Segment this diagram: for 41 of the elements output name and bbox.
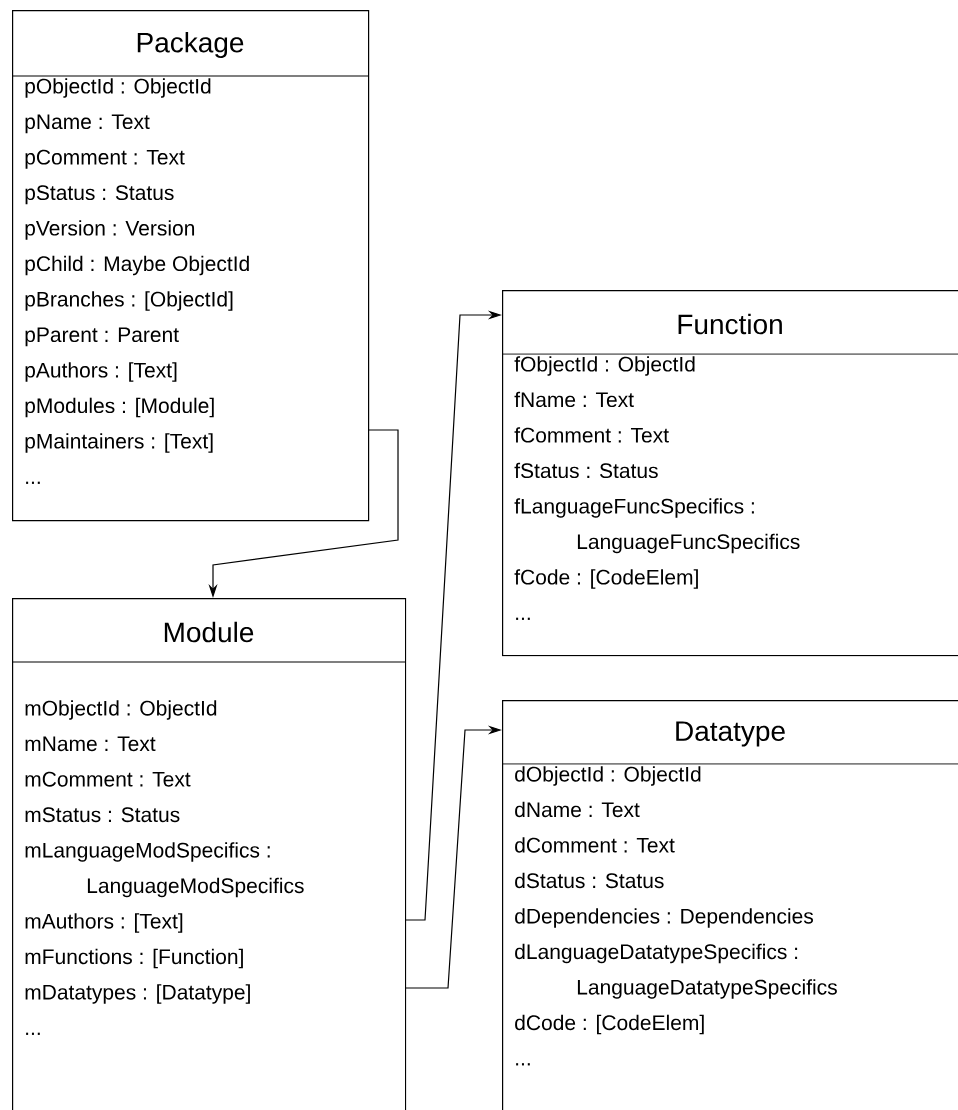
attribute-text: pComment : Text [25, 149, 185, 169]
attribute-text: pChild : Maybe ObjectId [25, 255, 249, 276]
attribute-text: dComment : Text [515, 837, 675, 853]
attribute-text: ... [516, 1063, 530, 1066]
attribute-text: fStatus : Status [514, 462, 658, 479]
class-name: Function [678, 313, 782, 335]
attribute-text: pMaintainers : [Text] [25, 433, 213, 453]
attribute-text: fObjectId : ObjectId [514, 356, 695, 376]
attribute-text: pAuthors : [Text] [25, 362, 177, 382]
attribute-text: dObjectId : ObjectId [515, 766, 701, 786]
attribute-text: mObjectId : ObjectId [25, 700, 217, 720]
attribute-text: dDependencies : Dependencies [515, 908, 814, 928]
attribute-text: fName : Text [514, 391, 634, 408]
attribute-text: mDatatypes : [Datatype] [25, 984, 250, 1004]
attribute-text: fCode : [CodeElem] [514, 569, 698, 589]
attribute-text: pName : Text [25, 114, 150, 134]
attribute-text: mName : Text [25, 736, 156, 752]
attribute-text: mFunctions : [Function] [25, 948, 243, 969]
attribute-text: pBranches : [ObjectId] [25, 291, 233, 311]
attribute-text: pStatus : Status [25, 185, 174, 205]
class-name: Module [164, 621, 254, 643]
attribute-text: dStatus : Status [515, 872, 664, 889]
attribute-text: pVersion : Version [25, 220, 195, 240]
attribute-text: pParent : Parent [25, 327, 179, 347]
class-box [501, 700, 958, 1110]
attribute-text: pObjectId : ObjectId [25, 78, 211, 98]
attribute-text: ... [516, 617, 530, 620]
attribute-text: fComment : Text [514, 427, 669, 443]
attribute-text: pModules : [Module] [25, 397, 214, 418]
attribute-text: mStatus : Status [25, 807, 180, 823]
attribute-text: dName : Text [515, 801, 640, 818]
attribute-text: ... [26, 1032, 40, 1035]
attribute-text: ... [26, 481, 40, 484]
attribute-text: mAuthors : [Text] [25, 913, 183, 933]
class-name: Datatype [676, 721, 785, 747]
class-box [11, 10, 370, 522]
class-name: Package [137, 31, 244, 59]
attribute-text: dCode : [CodeElem] [515, 1014, 704, 1035]
attribute-text: mComment : Text [25, 771, 191, 787]
class-box [11, 598, 407, 1110]
class-box [501, 290, 958, 657]
